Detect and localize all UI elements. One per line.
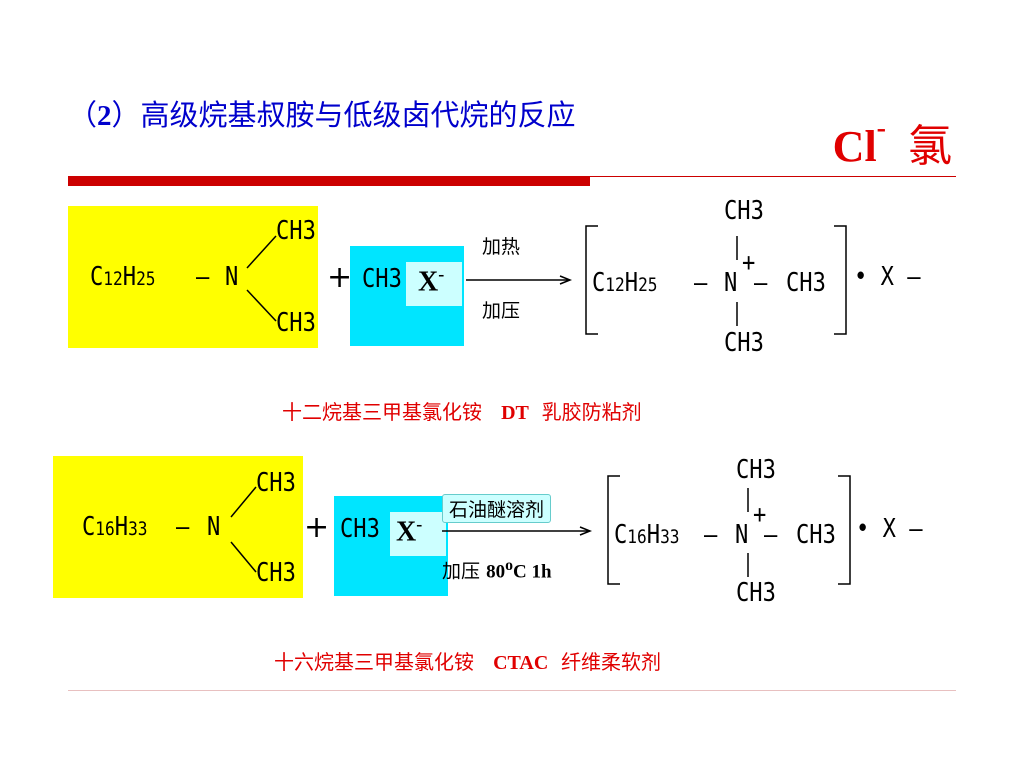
r2-reactant-ch3-bottom: CH3: [256, 558, 296, 588]
r2-cond-top: 石油醚溶剂: [442, 494, 552, 523]
r1-product-n: N: [724, 268, 738, 298]
bond-up-1: [246, 235, 277, 269]
bracket-left-2: [607, 475, 620, 585]
r2-product-dash2: —: [764, 520, 778, 550]
reactant-box-2: [53, 456, 303, 598]
page-title: （2）高级烷基叔胺与低级卤代烷的反应: [68, 98, 576, 132]
r2-plus: +: [304, 510, 330, 545]
bond-down-1: [246, 289, 277, 322]
r2-product-charge: +: [753, 500, 767, 530]
title-rule-thin: [590, 176, 956, 177]
r2-product-dash: —: [704, 520, 718, 550]
r1-product-dash: —: [694, 268, 708, 298]
halide-inner-1: [406, 262, 462, 306]
r1-caption: 十二烷基三甲基氯化铵 DT 乳胶防粘剂: [282, 400, 642, 424]
r2-product-chain: C16H33: [614, 520, 680, 550]
bracket-right-1: [834, 225, 847, 335]
r2-reactant-ch3-top: CH3: [256, 468, 296, 498]
r2-reactant-n: N: [207, 512, 221, 542]
arrow-head-1: [559, 275, 573, 285]
bracket-right-2: [838, 475, 851, 585]
r1-cond-top: 加热: [482, 236, 521, 258]
bracket-left-1: [585, 225, 598, 335]
r2-halide-ch3: CH3: [340, 514, 380, 544]
r1-product-charge: +: [742, 248, 756, 278]
r2-reactant-dash: —: [176, 512, 190, 542]
bond-down-2: [230, 541, 257, 573]
bottom-rule: [68, 690, 956, 691]
r1-reactant-n: N: [225, 262, 239, 292]
r2-product-ch3-top: CH3: [736, 455, 776, 485]
r1-product-dash2: —: [754, 268, 768, 298]
r1-cond-bottom: 加压: [482, 300, 521, 322]
r1-reactant-chain: C12H25: [90, 262, 156, 292]
arrow-head-2: [579, 526, 593, 536]
r2-counter-ion: • X —: [856, 514, 923, 544]
r1-product-ch3-top: CH3: [724, 196, 764, 226]
r2-halide-x: X-: [396, 514, 423, 548]
r2-product-n: N: [735, 520, 749, 550]
chloride-label: Cl-氯: [832, 113, 952, 172]
title-rule-thick: [68, 176, 590, 186]
r1-reactant-ch3-top: CH3: [276, 216, 316, 246]
r1-halide-x: X-: [418, 264, 445, 298]
r1-product-ch3-bottom: CH3: [724, 328, 764, 358]
r1-plus: +: [327, 260, 353, 295]
r2-product-ch3-bottom: CH3: [736, 578, 776, 608]
r1-reactant-ch3-bottom: CH3: [276, 308, 316, 338]
r1-reactant-dash: —: [196, 262, 210, 292]
reactant-box-1: [68, 206, 318, 348]
r1-halide-ch3: CH3: [362, 264, 402, 294]
r2-cond-bottom: 加压 80oC 1h: [442, 557, 552, 583]
r1-product-ch3-right: CH3: [786, 268, 826, 298]
r2-product-ch3-right: CH3: [796, 520, 836, 550]
bond-up-2: [230, 486, 257, 518]
r2-reactant-chain: C16H33: [82, 512, 148, 542]
halide-inner-2: [390, 512, 446, 556]
r2-caption: 十六烷基三甲基氯化铵 CTAC 纤维柔软剂: [274, 650, 661, 674]
r1-counter-ion: • X —: [854, 262, 921, 292]
r1-product-chain: C12H25: [592, 268, 658, 298]
